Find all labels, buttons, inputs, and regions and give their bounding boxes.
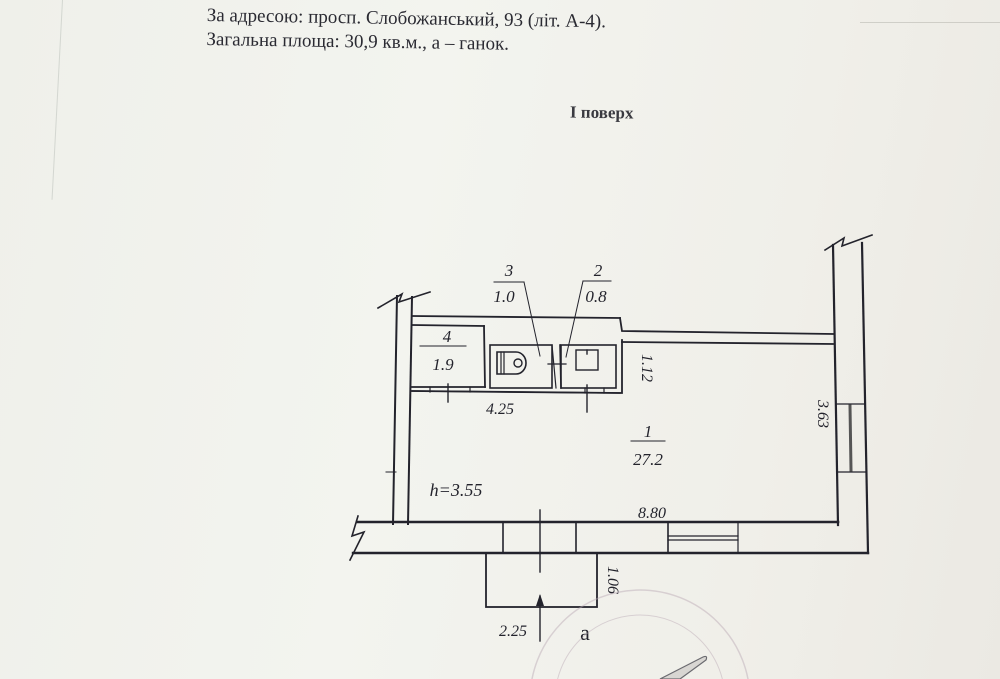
- svg-text:3: 3: [504, 261, 514, 280]
- bottom-wall: [348, 509, 870, 573]
- paper-fold-line: [860, 22, 1000, 23]
- svg-text:0.8: 0.8: [585, 287, 607, 306]
- ceiling-height-label: h=3.55: [430, 480, 483, 500]
- svg-text:4: 4: [443, 327, 452, 346]
- label-leader-lines: [419, 280, 666, 442]
- total-length-dimension: 8.80: [638, 505, 666, 522]
- porch-label: a: [580, 620, 590, 645]
- porch-width-dimension: 2.25: [499, 623, 527, 640]
- svg-text:1.9: 1.9: [432, 355, 454, 374]
- porch-depth-dimension: 1.06: [604, 566, 621, 594]
- room-3-label: 3 1.0: [493, 261, 515, 306]
- top-partition: [411, 315, 834, 394]
- right-wall: [823, 233, 874, 555]
- room-2-label: 2 0.8: [585, 261, 607, 306]
- room-2-walls: [560, 344, 617, 413]
- corridor-length-dimension: 4.25: [486, 401, 514, 418]
- toilet-icon: [496, 351, 527, 375]
- svg-text:1: 1: [644, 422, 653, 441]
- room-4-label: 4 1.9: [432, 327, 454, 374]
- right-wall-dimension: 3.63: [814, 399, 831, 428]
- sink-icon: [575, 349, 599, 371]
- corridor-width-dimension: 1.12: [638, 354, 655, 382]
- room-1-label: 1 27.2: [633, 422, 663, 469]
- svg-text:27.2: 27.2: [633, 450, 663, 469]
- pen-tip: [659, 655, 708, 679]
- official-stamp: [531, 589, 749, 679]
- svg-text:1.0: 1.0: [493, 287, 515, 306]
- left-wall: [376, 290, 432, 526]
- svg-text:2: 2: [594, 261, 603, 280]
- porch: [485, 552, 598, 642]
